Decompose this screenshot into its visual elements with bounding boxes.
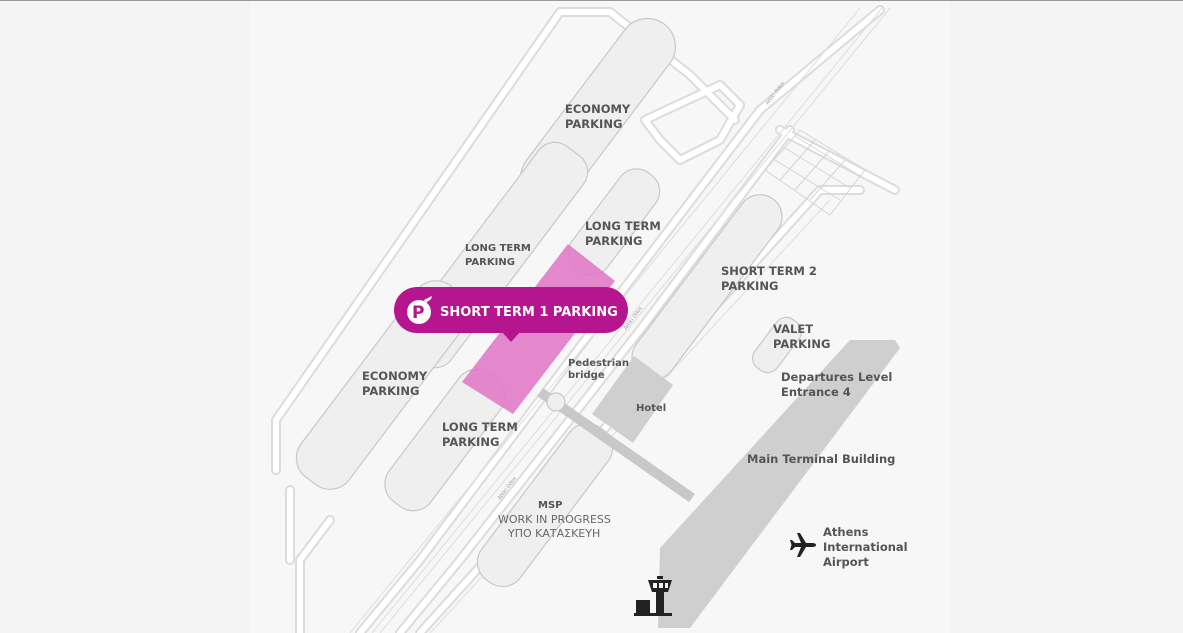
main-terminal-building: [658, 340, 900, 628]
svg-text:Entrance 4: Entrance 4: [781, 385, 851, 399]
label-hotel: Hotel: [636, 403, 666, 414]
roadway-grid: [764, 129, 866, 216]
svg-text:P: P: [412, 303, 424, 323]
svg-text:Pedestrian: Pedestrian: [568, 358, 629, 369]
label-long-term-mid: LONG TERM PARKING: [585, 219, 661, 248]
terminal-gates: [699, 382, 863, 596]
svg-text:LONG TERM: LONG TERM: [585, 219, 661, 233]
label-economy-top: ECONOMY PARKING: [565, 102, 631, 131]
svg-text:WORK IN PROGRESS: WORK IN PROGRESS: [498, 513, 611, 526]
top-border: [0, 0, 1183, 1]
lot-msp: [476, 422, 614, 588]
svg-text:PARKING: PARKING: [721, 279, 778, 293]
svg-text:MSP: MSP: [538, 500, 562, 511]
label-economy-bottom: ECONOMY PARKING: [362, 369, 428, 398]
airplane-icon: [790, 533, 816, 557]
svg-text:PARKING: PARKING: [585, 234, 642, 248]
svg-text:bridge: bridge: [568, 370, 605, 381]
svg-text:International: International: [823, 540, 908, 554]
lot-valet: [751, 316, 803, 374]
label-pedestrian-bridge: Pedestrian bridge: [568, 358, 629, 381]
svg-text:PARKING: PARKING: [773, 337, 830, 351]
svg-text:PARKING: PARKING: [465, 257, 515, 268]
label-long-term-left: LONG TERM PARKING: [465, 243, 531, 268]
short-term-1-callout[interactable]: P SHORT TERM 1 PARKING: [394, 287, 628, 342]
svg-text:VALET: VALET: [773, 322, 813, 336]
svg-text:PARKING: PARKING: [442, 435, 499, 449]
label-main-terminal: Main Terminal Building: [747, 452, 895, 466]
svg-text:ECONOMY: ECONOMY: [362, 369, 428, 383]
svg-text:Athens: Athens: [823, 525, 869, 539]
label-valet: VALET PARKING: [773, 322, 830, 351]
svg-text:ECONOMY: ECONOMY: [565, 102, 631, 116]
pedestrian-bridge: [537, 387, 695, 503]
hotel-building: [592, 356, 673, 443]
svg-text:PARKING: PARKING: [362, 384, 419, 398]
svg-text:LONG TERM: LONG TERM: [465, 243, 531, 254]
label-departures: Departures Level Entrance 4: [781, 370, 892, 399]
svg-text:Departures Level: Departures Level: [781, 370, 892, 384]
svg-text:PARKING: PARKING: [565, 117, 622, 131]
label-airport: Athens International Airport: [823, 525, 908, 569]
svg-text:Airport: Airport: [823, 555, 869, 569]
label-msp: MSP WORK IN PROGRESS ΥΠΟ ΚΑΤΑΣΚΕΥΗ: [498, 500, 611, 540]
callout-text: SHORT TERM 1 PARKING: [440, 305, 618, 320]
svg-text:LONG TERM: LONG TERM: [442, 420, 518, 434]
svg-text:ΥΠΟ ΚΑΤΑΣΚΕΥΗ: ΥΠΟ ΚΑΤΑΣΚΕΥΗ: [507, 527, 600, 540]
label-long-term-bottom: LONG TERM PARKING: [442, 420, 518, 449]
parking-plane-icon: P: [407, 296, 432, 324]
svg-text:SHORT TERM 2: SHORT TERM 2: [721, 264, 817, 278]
control-tower-icon: [634, 576, 672, 616]
label-short-term-2: SHORT TERM 2 PARKING: [721, 264, 817, 293]
